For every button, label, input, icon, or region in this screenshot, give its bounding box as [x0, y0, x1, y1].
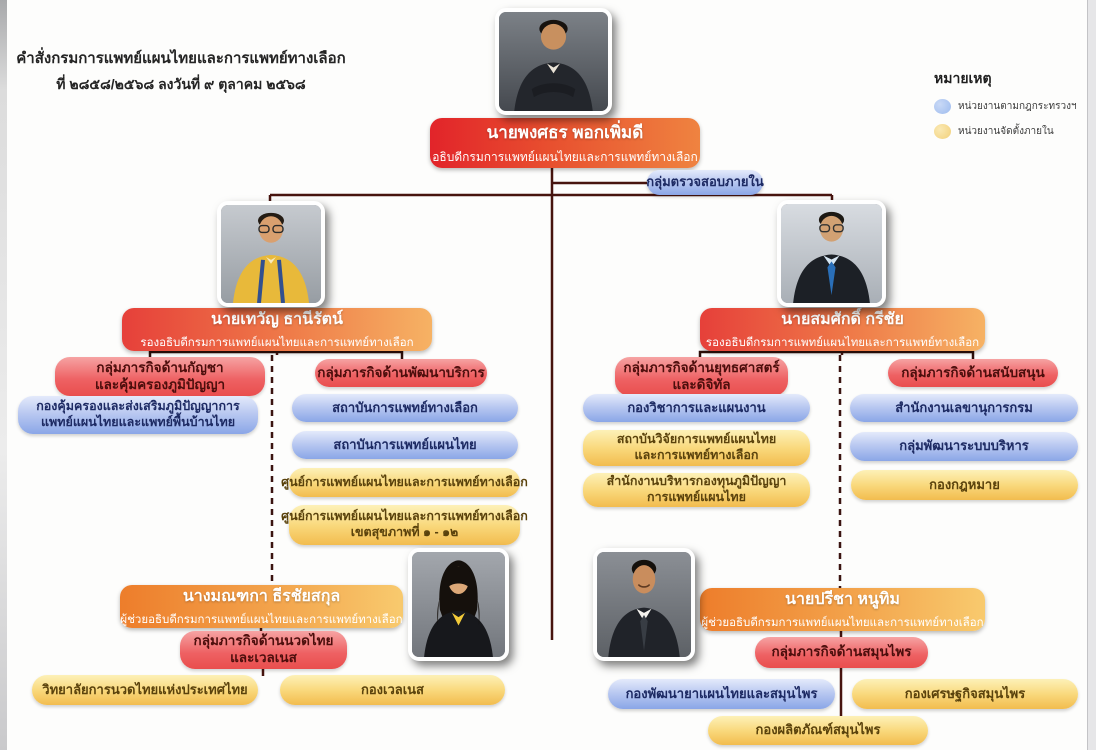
- legend-dot-yellow: [934, 124, 951, 139]
- unit-label: กลุ่มพัฒนาระบบบริหาร: [899, 438, 1029, 454]
- legend-title: หมายเหตุ: [934, 70, 992, 86]
- unit-label: สถาบันการแพทย์แผนไทย: [333, 436, 477, 452]
- node-group-massage: กลุ่มภารกิจด้านนวดไทย และเวลเนส: [180, 631, 347, 669]
- node-unit-research: สถาบันวิจัยการแพทย์แผนไทย และการแพทย์ทาง…: [583, 430, 810, 466]
- node-unit-herb-product: กองผลิตภัณฑ์สมุนไพร: [708, 716, 928, 745]
- assistant-right-name: นายปรีชา หนูทิม: [785, 591, 900, 608]
- unit-label: การแพทย์แผนไทย: [647, 490, 746, 504]
- photo-deputy-left: [217, 201, 325, 307]
- group-label: และเวลเนส: [230, 650, 297, 665]
- unit-label: กองเศรษฐกิจสมุนไพร: [904, 685, 1026, 701]
- internal-audit-label: กลุ่มตรวจสอบภายใน: [646, 174, 764, 190]
- group-label: และดิจิทัล: [672, 376, 731, 392]
- group-label: กลุ่มภารกิจด้านพัฒนาบริการ: [317, 364, 485, 380]
- unit-label: กองคุ้มครองและส่งเสริมภูมิปัญญาการ: [36, 399, 240, 414]
- unit-label: ศูนย์การแพทย์แผนไทยและการแพทย์ทางเลือก: [281, 509, 528, 524]
- unit-label: กองวิชาการและแผนงาน: [627, 399, 766, 415]
- unit-label: และการแพทย์ทางเลือก: [634, 448, 759, 462]
- node-unit-center-region: ศูนย์การแพทย์แผนไทยและการแพทย์ทางเลือก เ…: [281, 505, 528, 545]
- legend-item-internal: หน่วยงานจัดตั้งภายใน: [934, 124, 1077, 139]
- unit-label: สถาบันการแพทย์ทางเลือก: [332, 399, 478, 415]
- legend-label: หน่วยงานตามกฎกระทรวงฯ: [958, 101, 1077, 112]
- node-unit-psd: กลุ่มพัฒนาระบบบริหาร: [850, 432, 1078, 461]
- node-group-herb: กลุ่มภารกิจด้านสมุนไพร: [755, 637, 928, 668]
- group-label: กลุ่มภารกิจด้านยุทธศาสตร์: [623, 359, 780, 375]
- photo-assistant-right: [593, 548, 695, 661]
- legend-dot-blue: [934, 99, 951, 114]
- group-label: กลุ่มภารกิจด้านสมุนไพร: [771, 644, 912, 660]
- director-title: อธิบดีกรมการแพทย์แผนไทยและการแพทย์ทางเลื…: [432, 150, 698, 164]
- assistant-left-portrait: [412, 552, 505, 657]
- node-group-service: กลุ่มภารกิจด้านพัฒนาบริการ: [315, 359, 487, 387]
- screen-edge-left: [0, 0, 7, 750]
- node-unit-drug-dev: กองพัฒนายาแผนไทยและสมุนไพร: [608, 679, 835, 709]
- node-unit-academic: กองวิชาการและแผนงาน: [583, 394, 810, 422]
- node-group-strategy: กลุ่มภารกิจด้านยุทธศาสตร์ และดิจิทัล: [615, 357, 788, 396]
- node-group-cannabis: กลุ่มภารกิจด้านกัญชา และคุ้มครองภูมิปัญญ…: [55, 357, 265, 396]
- node-unit-protection: กองคุ้มครองและส่งเสริมภูมิปัญญาการ แพทย์…: [18, 396, 258, 434]
- director-name: นายพงศธร พอกเพิ่มดี: [486, 123, 644, 142]
- assistant-right-title: ผู้ช่วยอธิบดีกรมการแพทย์แผนไทยและการแพทย…: [701, 617, 984, 629]
- node-deputy-right: นายสมศักดิ์ กรีชัย รองอธิบดีกรมการแพทย์แ…: [700, 308, 985, 351]
- order-title-line1: คำสั่งกรมการแพทย์แผนไทยและการแพทย์ทางเลื…: [16, 50, 346, 67]
- unit-label: วิทยาลัยการนวดไทยแห่งประเทศไทย: [42, 681, 248, 697]
- screen-edge-right: [1087, 0, 1096, 750]
- node-unit-fund: สำนักงานบริหารกองทุนภูมิปัญญา การแพทย์แผ…: [583, 473, 810, 507]
- director-portrait: [499, 12, 608, 111]
- node-assistant-right: นายปรีชา หนูทิม ผู้ช่วยอธิบดีกรมการแพทย์…: [700, 588, 985, 631]
- group-label: กลุ่มภารกิจด้านนวดไทย: [193, 633, 334, 649]
- node-unit-college: วิทยาลัยการนวดไทยแห่งประเทศไทย: [32, 675, 258, 705]
- node-unit-alt-institute: สถาบันการแพทย์ทางเลือก: [292, 394, 518, 422]
- unit-label: ศูนย์การแพทย์แผนไทยและการแพทย์ทางเลือก: [281, 474, 528, 489]
- group-label: กลุ่มภารกิจด้านกัญชา: [96, 359, 224, 375]
- assistant-left-title: ผู้ช่วยอธิบดีกรมการแพทย์แผนไทยและการแพทย…: [120, 614, 403, 626]
- photo-director: [495, 8, 612, 115]
- unit-label: เขตสุขภาพที่ ๑ - ๑๒: [350, 525, 459, 539]
- node-deputy-left: นายเทวัญ ธานีรัตน์ รองอธิบดีกรมการแพทย์แ…: [122, 308, 432, 351]
- deputy-right-name: นายสมศักดิ์ กรีชัย: [781, 311, 904, 328]
- node-group-support: กลุ่มภารกิจด้านสนับสนุน: [888, 359, 1058, 387]
- deputy-right-title: รองอธิบดีกรมการแพทย์แผนไทยและการแพทย์ทาง…: [705, 337, 980, 349]
- assistant-left-name: นางมณฑกา ธีรชัยสกุล: [182, 588, 341, 605]
- node-internal-audit: กลุ่มตรวจสอบภายใน: [646, 170, 764, 195]
- node-unit-center: ศูนย์การแพทย์แผนไทยและการแพทย์ทางเลือก: [281, 468, 528, 497]
- node-director: นายพงศธร พอกเพิ่มดี อธิบดีกรมการแพทย์แผน…: [430, 118, 700, 168]
- node-unit-wellness: กองเวลเนส: [280, 675, 505, 705]
- unit-label: สำนักงานเลขานุการกรม: [895, 399, 1033, 415]
- legend: หมายเหตุ หน่วยงานตามกฎกระทรวงฯ หน่วยงานจ…: [934, 68, 1077, 149]
- assistant-right-portrait: [597, 552, 691, 657]
- unit-label: กองพัฒนายาแผนไทยและสมุนไพร: [625, 685, 818, 701]
- group-label: กลุ่มภารกิจด้านสนับสนุน: [901, 364, 1045, 380]
- unit-label: แพทย์แผนไทยและแพทย์พื้นบ้านไทย: [40, 415, 236, 429]
- node-assistant-left: นางมณฑกา ธีรชัยสกุล ผู้ช่วยอธิบดีกรมการแ…: [120, 585, 403, 628]
- deputy-left-name: นายเทวัญ ธานีรัตน์: [211, 311, 343, 328]
- node-unit-herb-econ: กองเศรษฐกิจสมุนไพร: [852, 679, 1078, 709]
- order-title: คำสั่งกรมการแพทย์แผนไทยและการแพทย์ทางเลื…: [16, 46, 346, 96]
- deputy-left-portrait: [221, 205, 321, 303]
- photo-assistant-left: [408, 548, 509, 661]
- legend-item-ministerial: หน่วยงานตามกฎกระทรวงฯ: [934, 99, 1077, 114]
- legend-label: หน่วยงานจัดตั้งภายใน: [958, 126, 1054, 137]
- unit-label: กองกฎหมาย: [929, 476, 1000, 492]
- unit-label: สถาบันวิจัยการแพทย์แผนไทย: [616, 432, 777, 447]
- unit-label: กองผลิตภัณฑ์สมุนไพร: [755, 722, 881, 738]
- node-unit-thai-institute: สถาบันการแพทย์แผนไทย: [292, 431, 518, 459]
- group-label: และคุ้มครองภูมิปัญญา: [94, 376, 226, 392]
- photo-deputy-right: [777, 200, 886, 307]
- node-unit-secretary: สำนักงานเลขานุการกรม: [850, 394, 1078, 422]
- order-title-line2: ที่ ๒๘๕๘/๒๕๖๘ ลงวันที่ ๙ ตุลาคม ๒๕๖๘: [56, 76, 306, 92]
- deputy-right-portrait: [781, 204, 882, 303]
- node-unit-law: กองกฎหมาย: [851, 470, 1078, 500]
- unit-label: กองเวลเนส: [360, 681, 424, 697]
- deputy-left-title: รองอธิบดีกรมการแพทย์แผนไทยและการแพทย์ทาง…: [140, 337, 414, 349]
- unit-label: สำนักงานบริหารกองทุนภูมิปัญญา: [606, 474, 787, 489]
